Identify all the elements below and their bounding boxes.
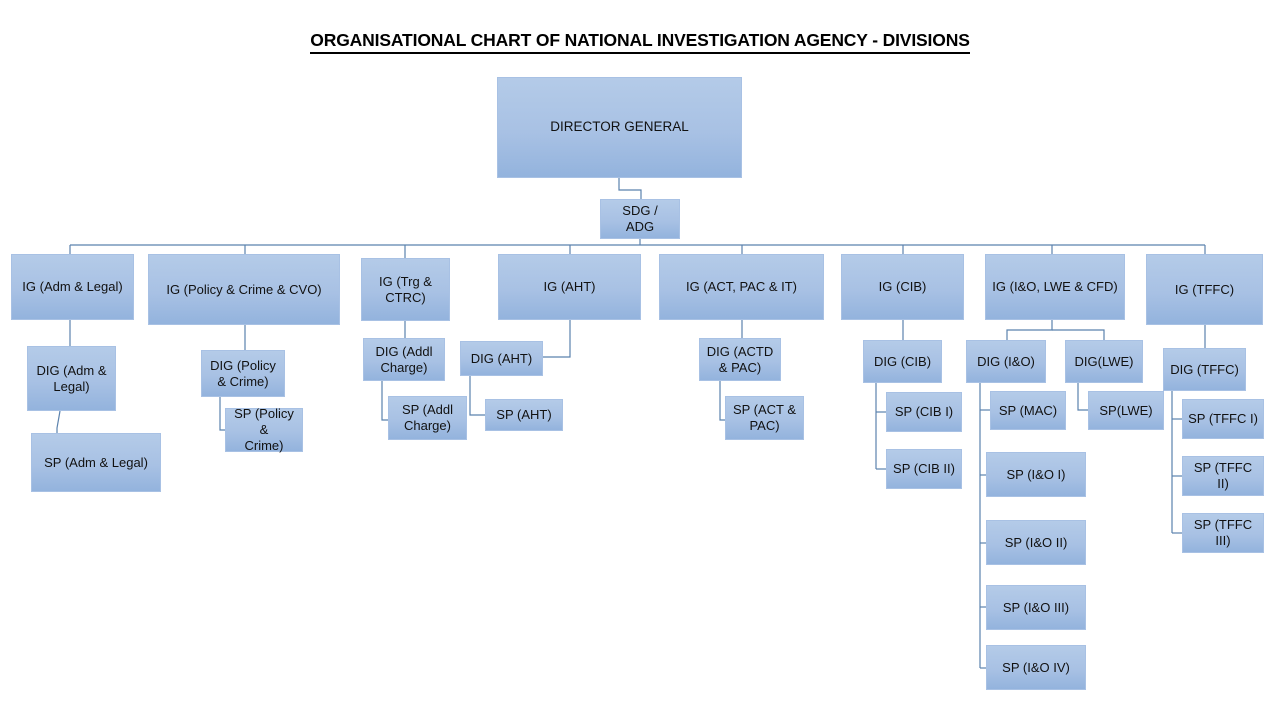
node-sp-cib-2[interactable]: SP (CIB II) bbox=[886, 449, 962, 489]
node-sp-io-2[interactable]: SP (I&O II) bbox=[986, 520, 1086, 565]
node-sp-mac[interactable]: SP (MAC) bbox=[990, 391, 1066, 430]
node-dig-tffc[interactable]: DIG (TFFC) bbox=[1163, 348, 1246, 391]
node-sp-lwe[interactable]: SP(LWE) bbox=[1088, 391, 1164, 430]
node-director-general[interactable]: DIRECTOR GENERAL bbox=[497, 77, 742, 178]
node-sp-adm-legal[interactable]: SP (Adm & Legal) bbox=[31, 433, 161, 492]
node-sp-addl-charge[interactable]: SP (Addl Charge) bbox=[388, 396, 467, 440]
node-sp-tffc-1[interactable]: SP (TFFC I) bbox=[1182, 399, 1264, 439]
node-ig-policy-crime-cvo[interactable]: IG (Policy & Crime & CVO) bbox=[148, 254, 340, 325]
node-sp-io-1[interactable]: SP (I&O I) bbox=[986, 452, 1086, 497]
node-dig-policy-crime[interactable]: DIG (Policy & Crime) bbox=[201, 350, 285, 397]
node-sp-tffc-3[interactable]: SP (TFFC III) bbox=[1182, 513, 1264, 553]
node-sp-io-4[interactable]: SP (I&O IV) bbox=[986, 645, 1086, 690]
node-dig-actd-pac[interactable]: DIG (ACTD & PAC) bbox=[699, 338, 781, 381]
node-sp-cib-1[interactable]: SP (CIB I) bbox=[886, 392, 962, 432]
node-ig-trg-ctrc[interactable]: IG (Trg & CTRC) bbox=[361, 258, 450, 321]
node-sp-tffc-2[interactable]: SP (TFFC II) bbox=[1182, 456, 1264, 496]
node-dig-adm-legal[interactable]: DIG (Adm & Legal) bbox=[27, 346, 116, 411]
node-sdg-adg[interactable]: SDG / ADG bbox=[600, 199, 680, 239]
node-dig-aht[interactable]: DIG (AHT) bbox=[460, 341, 543, 376]
page-title-text: ORGANISATIONAL CHART OF NATIONAL INVESTI… bbox=[310, 30, 970, 54]
node-sp-policy-crime[interactable]: SP (Policy & Crime) bbox=[225, 406, 303, 453]
node-ig-aht[interactable]: IG (AHT) bbox=[498, 254, 641, 320]
node-sp-aht[interactable]: SP (AHT) bbox=[485, 399, 563, 431]
node-ig-adm-legal[interactable]: IG (Adm & Legal) bbox=[11, 254, 134, 320]
node-sp-io-3[interactable]: SP (I&O III) bbox=[986, 585, 1086, 630]
node-dig-lwe[interactable]: DIG(LWE) bbox=[1065, 340, 1143, 383]
page-title: ORGANISATIONAL CHART OF NATIONAL INVESTI… bbox=[0, 30, 1280, 54]
node-ig-cib[interactable]: IG (CIB) bbox=[841, 254, 964, 320]
node-dig-cib[interactable]: DIG (CIB) bbox=[863, 340, 942, 383]
node-sp-act-pac[interactable]: SP (ACT & PAC) bbox=[725, 396, 804, 440]
node-dig-io[interactable]: DIG (I&O) bbox=[966, 340, 1046, 383]
node-ig-act-pac-it[interactable]: IG (ACT, PAC & IT) bbox=[659, 254, 824, 320]
node-ig-io-lwe-cfd[interactable]: IG (I&O, LWE & CFD) bbox=[985, 254, 1125, 320]
node-dig-addl-charge[interactable]: DIG (Addl Charge) bbox=[363, 338, 445, 381]
node-ig-tffc[interactable]: IG (TFFC) bbox=[1146, 254, 1263, 325]
